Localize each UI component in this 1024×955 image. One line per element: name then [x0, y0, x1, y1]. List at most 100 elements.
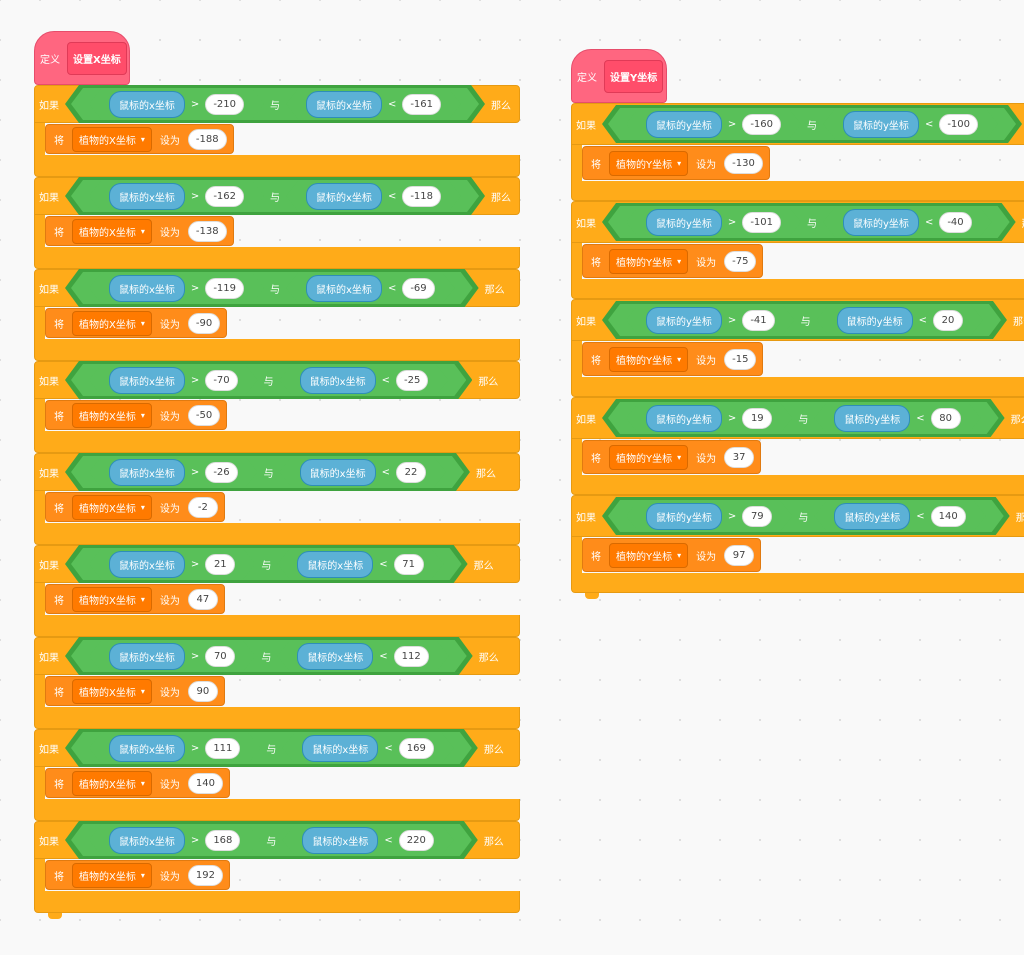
- mouse-coordinate-reporter[interactable]: 鼠标的x坐标: [109, 827, 185, 854]
- set-variable-block[interactable]: 将 植物的Y坐标 ▾ 设为 -15: [582, 342, 764, 376]
- and-operator-block[interactable]: 鼠标的x坐标 > 111 与 鼠标的x坐标 < 169: [65, 729, 478, 767]
- greater-than-block[interactable]: 鼠标的x坐标 > -210: [89, 89, 264, 119]
- low-bound-input[interactable]: -41: [742, 310, 774, 331]
- less-than-block[interactable]: 鼠标的x坐标 < -161: [286, 89, 461, 119]
- low-bound-input[interactable]: -162: [205, 186, 244, 207]
- value-input[interactable]: -90: [187, 312, 221, 334]
- value-input[interactable]: 90: [187, 680, 218, 702]
- greater-than-block[interactable]: 鼠标的y坐标 > -41: [626, 305, 795, 335]
- high-bound-input[interactable]: -69: [402, 278, 434, 299]
- define-hat-block[interactable]: 定义 设置Y坐标: [571, 49, 667, 103]
- and-operator-block[interactable]: 鼠标的x坐标 > 70 与 鼠标的x坐标 < 112: [65, 637, 473, 675]
- mouse-coordinate-reporter[interactable]: 鼠标的x坐标: [109, 275, 185, 302]
- mouse-coordinate-reporter[interactable]: 鼠标的x坐标: [300, 367, 376, 394]
- high-bound-input[interactable]: 20: [933, 310, 963, 331]
- greater-than-block[interactable]: 鼠标的x坐标 > 21: [89, 549, 255, 579]
- variable-dropdown[interactable]: 植物的Y坐标 ▾: [609, 346, 689, 372]
- less-than-block[interactable]: 鼠标的x坐标 < 220: [282, 825, 453, 855]
- mouse-coordinate-reporter[interactable]: 鼠标的x坐标: [302, 735, 378, 762]
- less-than-block[interactable]: 鼠标的x坐标 < 22: [280, 457, 446, 487]
- greater-than-block[interactable]: 鼠标的x坐标 > 111: [89, 733, 260, 763]
- and-operator-block[interactable]: 鼠标的y坐标 > 19 与 鼠标的y坐标 < 80: [602, 399, 1005, 437]
- and-operator-block[interactable]: 鼠标的y坐标 > 79 与 鼠标的y坐标 < 140: [602, 497, 1010, 535]
- and-operator-block[interactable]: 鼠标的x坐标 > -210 与 鼠标的x坐标 < -161: [65, 85, 485, 123]
- set-variable-block[interactable]: 将 植物的Y坐标 ▾ 设为 -130: [582, 146, 770, 180]
- less-than-block[interactable]: 鼠标的y坐标 < -40: [823, 207, 992, 237]
- mouse-coordinate-reporter[interactable]: 鼠标的x坐标: [306, 91, 382, 118]
- less-than-block[interactable]: 鼠标的y坐标 < 80: [814, 403, 980, 433]
- mouse-coordinate-reporter[interactable]: 鼠标的y坐标: [843, 111, 919, 138]
- variable-dropdown[interactable]: 植物的X坐标 ▾: [72, 494, 152, 520]
- less-than-block[interactable]: 鼠标的x坐标 < 169: [282, 733, 453, 763]
- define-hat-block[interactable]: 定义 设置X坐标: [34, 31, 130, 85]
- mouse-coordinate-reporter[interactable]: 鼠标的y坐标: [646, 111, 722, 138]
- variable-dropdown[interactable]: 植物的X坐标 ▾: [72, 770, 152, 796]
- set-variable-block[interactable]: 将 植物的X坐标 ▾ 设为 -90: [45, 308, 228, 338]
- if-then-block[interactable]: 如果 鼠标的y坐标 > -160 与 鼠标的y坐标 < -100 那么: [571, 103, 1024, 201]
- set-variable-block[interactable]: 将 植物的Y坐标 ▾ 设为 37: [582, 440, 762, 474]
- mouse-coordinate-reporter[interactable]: 鼠标的x坐标: [297, 643, 373, 670]
- and-operator-block[interactable]: 鼠标的y坐标 > -41 与 鼠标的y坐标 < 20: [602, 301, 1007, 339]
- mouse-coordinate-reporter[interactable]: 鼠标的y坐标: [837, 307, 913, 334]
- value-input[interactable]: -138: [187, 220, 227, 242]
- variable-dropdown[interactable]: 植物的X坐标 ▾: [72, 310, 152, 336]
- if-then-block[interactable]: 如果 鼠标的x坐标 > 168 与 鼠标的x坐标 < 220 那么: [34, 821, 521, 913]
- if-header[interactable]: 如果 鼠标的y坐标 > 19 与 鼠标的y坐标 < 80 那么: [571, 397, 1024, 439]
- if-then-block[interactable]: 如果 鼠标的x坐标 > -119 与 鼠标的x坐标 < -69 那么: [34, 269, 521, 361]
- set-variable-block[interactable]: 将 植物的X坐标 ▾ 设为 90: [45, 676, 225, 706]
- high-bound-input[interactable]: 140: [931, 506, 966, 527]
- set-variable-block[interactable]: 将 植物的X坐标 ▾ 设为 192: [45, 860, 230, 890]
- mouse-coordinate-reporter[interactable]: 鼠标的x坐标: [109, 183, 185, 210]
- and-operator-block[interactable]: 鼠标的x坐标 > 168 与 鼠标的x坐标 < 220: [65, 821, 478, 859]
- if-header[interactable]: 如果 鼠标的x坐标 > 168 与 鼠标的x坐标 < 220 那么: [34, 821, 521, 859]
- and-operator-block[interactable]: 鼠标的x坐标 > 21 与 鼠标的x坐标 < 71: [65, 545, 468, 583]
- if-then-block[interactable]: 如果 鼠标的y坐标 > -101 与 鼠标的y坐标 < -40 那么: [571, 201, 1024, 299]
- mouse-coordinate-reporter[interactable]: 鼠标的x坐标: [109, 643, 185, 670]
- low-bound-input[interactable]: 19: [742, 408, 772, 429]
- set-variable-block[interactable]: 将 植物的Y坐标 ▾ 设为 -75: [582, 244, 764, 278]
- mouse-coordinate-reporter[interactable]: 鼠标的y坐标: [646, 307, 722, 334]
- variable-dropdown[interactable]: 植物的X坐标 ▾: [72, 126, 152, 152]
- mouse-coordinate-reporter[interactable]: 鼠标的x坐标: [300, 459, 376, 486]
- less-than-block[interactable]: 鼠标的y坐标 < 140: [814, 501, 985, 531]
- greater-than-block[interactable]: 鼠标的x坐标 > -70: [89, 365, 258, 395]
- set-variable-block[interactable]: 将 植物的X坐标 ▾ 设为 -2: [45, 492, 225, 522]
- less-than-block[interactable]: 鼠标的x坐标 < -25: [280, 365, 449, 395]
- if-then-block[interactable]: 如果 鼠标的x坐标 > -70 与 鼠标的x坐标 < -25 那么: [34, 361, 521, 453]
- greater-than-block[interactable]: 鼠标的y坐标 > -101: [626, 207, 801, 237]
- set-variable-block[interactable]: 将 植物的X坐标 ▾ 设为 47: [45, 584, 225, 614]
- low-bound-input[interactable]: -210: [205, 94, 244, 115]
- set-variable-block[interactable]: 将 植物的X坐标 ▾ 设为 -138: [45, 216, 234, 246]
- mouse-coordinate-reporter[interactable]: 鼠标的x坐标: [109, 91, 185, 118]
- define-set-y-script[interactable]: 定义 设置Y坐标 如果 鼠标的y坐标 > -160 与 鼠标的y坐标 < -10…: [571, 49, 1024, 599]
- if-header[interactable]: 如果 鼠标的y坐标 > 79 与 鼠标的y坐标 < 140 那么: [571, 495, 1024, 537]
- and-operator-block[interactable]: 鼠标的y坐标 > -101 与 鼠标的y坐标 < -40: [602, 203, 1016, 241]
- value-input[interactable]: 37: [724, 446, 755, 468]
- mouse-coordinate-reporter[interactable]: 鼠标的y坐标: [646, 405, 722, 432]
- and-operator-block[interactable]: 鼠标的x坐标 > -70 与 鼠标的x坐标 < -25: [65, 361, 472, 399]
- value-input[interactable]: -188: [187, 128, 227, 150]
- less-than-block[interactable]: 鼠标的y坐标 < 20: [817, 305, 983, 335]
- low-bound-input[interactable]: -119: [205, 278, 244, 299]
- if-header[interactable]: 如果 鼠标的x坐标 > -70 与 鼠标的x坐标 < -25 那么: [34, 361, 521, 399]
- and-operator-block[interactable]: 鼠标的x坐标 > -162 与 鼠标的x坐标 < -118: [65, 177, 485, 215]
- if-header[interactable]: 如果 鼠标的x坐标 > 70 与 鼠标的x坐标 < 112 那么: [34, 637, 521, 675]
- mouse-coordinate-reporter[interactable]: 鼠标的x坐标: [306, 275, 382, 302]
- if-header[interactable]: 如果 鼠标的x坐标 > 111 与 鼠标的x坐标 < 169 那么: [34, 729, 521, 767]
- mouse-coordinate-reporter[interactable]: 鼠标的x坐标: [109, 459, 185, 486]
- less-than-block[interactable]: 鼠标的x坐标 < 112: [277, 641, 448, 671]
- value-input[interactable]: 140: [187, 772, 223, 794]
- high-bound-input[interactable]: 80: [931, 408, 961, 429]
- variable-dropdown[interactable]: 植物的Y坐标 ▾: [609, 542, 689, 568]
- if-then-block[interactable]: 如果 鼠标的x坐标 > -26 与 鼠标的x坐标 < 22 那么: [34, 453, 521, 545]
- if-header[interactable]: 如果 鼠标的y坐标 > -101 与 鼠标的y坐标 < -40 那么: [571, 201, 1024, 243]
- variable-dropdown[interactable]: 植物的X坐标 ▾: [72, 402, 152, 428]
- mouse-coordinate-reporter[interactable]: 鼠标的y坐标: [646, 209, 722, 236]
- and-operator-block[interactable]: 鼠标的x坐标 > -119 与 鼠标的x坐标 < -69: [65, 269, 479, 307]
- high-bound-input[interactable]: 220: [399, 830, 434, 851]
- greater-than-block[interactable]: 鼠标的x坐标 > 70: [89, 641, 255, 671]
- less-than-block[interactable]: 鼠标的y坐标 < -100: [823, 109, 998, 139]
- high-bound-input[interactable]: -100: [939, 114, 978, 135]
- low-bound-input[interactable]: -26: [205, 462, 237, 483]
- greater-than-block[interactable]: 鼠标的x坐标 > 168: [89, 825, 260, 855]
